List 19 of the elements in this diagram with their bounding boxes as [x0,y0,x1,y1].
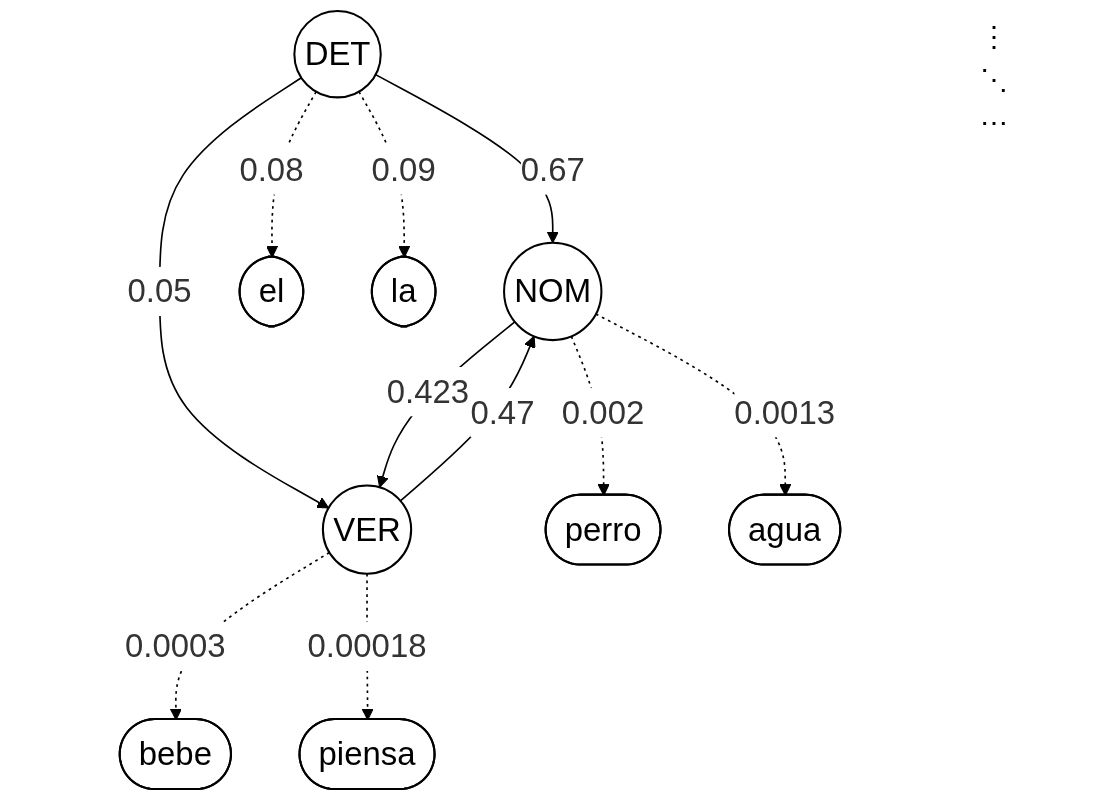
edge-label: 0.00018 [307,627,427,665]
arrow [376,321,516,488]
edge-label: 0.67 [520,150,585,188]
ellipsis-mark: ⋯ [980,106,1008,139]
edge-label: 0.09 [371,150,436,188]
arrow [158,76,330,509]
edge-label: 0.0003 [124,627,226,665]
node-circle: DET [293,9,382,99]
edge-label: 0.002 [561,393,645,431]
ellipsis-mark: ⋮ [980,20,1008,53]
edge-label: 0.423 [386,372,470,410]
edge-label: 0.0013 [734,393,836,431]
edge-label: 0.47 [470,393,535,431]
node-circle: NOM [503,241,603,342]
edge-label: 0.05 [127,272,192,310]
ellipsis-mark: ⋱ [980,63,1008,96]
node-circle: VER [321,484,413,575]
edge-label: 0.08 [239,150,304,188]
arrow [399,335,536,502]
